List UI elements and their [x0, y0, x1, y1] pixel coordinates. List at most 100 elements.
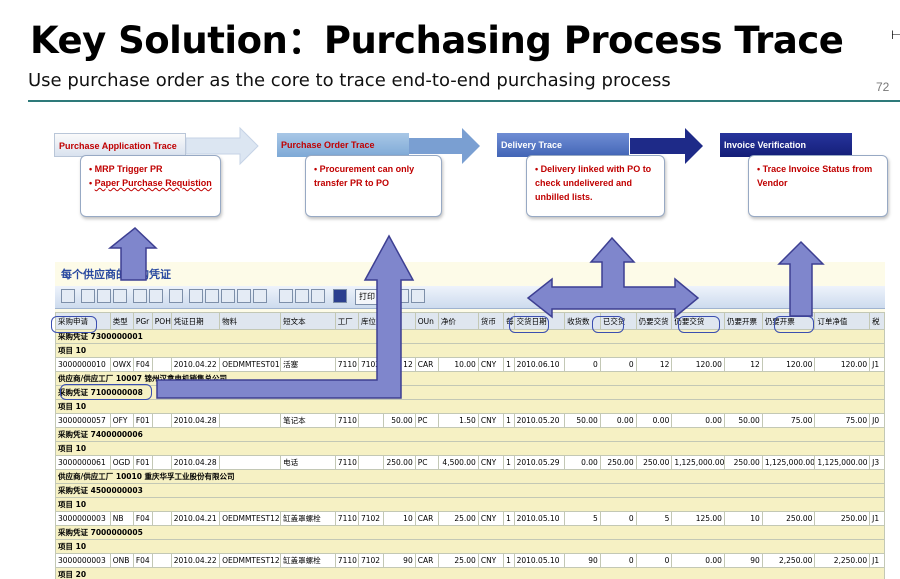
group-row[interactable]: 项目 10 [55, 343, 885, 358]
table-cell: F04 [132, 553, 153, 568]
group-row[interactable]: 项目 10 [55, 441, 885, 456]
local-file-icon[interactable] [237, 289, 251, 303]
sap-toolbar: 打印 [55, 286, 885, 309]
group-row[interactable]: 采购凭证 7300000001 [55, 329, 885, 344]
table-cell: 0.00 [599, 413, 637, 428]
highlight-unbilled-column [774, 316, 814, 333]
table-cell: CAR [414, 511, 439, 526]
slide-subtitle: Use purchase order as the core to trace … [28, 70, 671, 91]
table-cell: 10 [723, 511, 763, 526]
group-row[interactable]: 采购凭证 7100000008 [55, 385, 885, 400]
column-header[interactable]: 凭证日期 [170, 312, 221, 330]
user-icon[interactable] [395, 289, 409, 303]
group-row[interactable]: 项目 20 [55, 567, 885, 579]
table-cell: 10.00 [437, 357, 479, 372]
table-cell: 7102 [357, 553, 385, 568]
table-cell: F01 [132, 413, 153, 428]
table-cell: 1,125,000.00 [814, 455, 871, 470]
table-cell [151, 511, 172, 526]
group-row[interactable]: 项目 10 [55, 539, 885, 554]
table-cell: 7110 [334, 413, 359, 428]
group-label: 项目 20 [55, 567, 885, 579]
column-header[interactable]: 数量 [383, 312, 416, 330]
column-header[interactable]: OUn [414, 312, 439, 330]
table-cell: 90 [723, 553, 763, 568]
table-cell: 0 [635, 553, 673, 568]
column-header[interactable]: 物料 [219, 312, 282, 330]
column-header[interactable]: PGr [132, 312, 153, 330]
filter-icon[interactable] [97, 289, 111, 303]
card-invoice: Trace Invoice Status from Vendor [748, 155, 888, 217]
table-cell: 75.00 [761, 413, 816, 428]
print-preview-icon[interactable] [81, 289, 95, 303]
group-row[interactable]: 采购凭证 7400000006 [55, 427, 885, 442]
group-label: 项目 10 [55, 497, 885, 512]
table-cell: 7102 [357, 357, 385, 372]
column-header[interactable]: 仍要交货 [635, 312, 673, 330]
layout-save-icon[interactable] [311, 289, 325, 303]
column-header[interactable]: 类型 [109, 312, 134, 330]
table-cell: 25.00 [437, 511, 479, 526]
title-divider [28, 100, 900, 102]
corner-mark: ⊢ [891, 28, 900, 42]
spreadsheet-icon[interactable] [205, 289, 219, 303]
column-header[interactable]: 税 [869, 312, 885, 330]
highlight-delivered-column [592, 316, 624, 333]
group-row[interactable]: 采购凭证 4500000003 [55, 483, 885, 498]
table-cell: 90 [564, 553, 601, 568]
report-title: 每个供应商的采购凭证 [61, 269, 171, 281]
table-cell: 1.50 [437, 413, 479, 428]
mail-icon[interactable] [253, 289, 267, 303]
subtotal-icon[interactable] [149, 289, 163, 303]
column-header[interactable]: 工厂 [334, 312, 359, 330]
layout-icon[interactable] [279, 289, 293, 303]
table-cell: F01 [132, 455, 153, 470]
table-cell: 1 [503, 357, 515, 372]
export-icon[interactable] [189, 289, 203, 303]
table-cell: 7110 [334, 455, 359, 470]
table-cell: CNY [477, 357, 505, 372]
group-row[interactable]: 项目 10 [55, 399, 885, 414]
group-label: 采购凭证 7300000001 [55, 329, 885, 344]
group-label: 供应商/供应工厂 10007 锦州汉拿电机销售总公司 [55, 371, 885, 386]
table-cell: 1 [503, 413, 515, 428]
filter-set-icon[interactable] [113, 289, 127, 303]
print-button[interactable]: 打印 [355, 289, 379, 305]
group-label: 采购凭证 7400000006 [55, 427, 885, 442]
column-header[interactable]: POH [151, 312, 172, 330]
find-icon[interactable] [61, 289, 75, 303]
table-cell: 2010.05.10 [513, 511, 566, 526]
group-row[interactable]: 供应商/供应工厂 10007 锦州汉拿电机销售总公司 [55, 371, 885, 386]
save-layout-icon[interactable] [411, 289, 425, 303]
table-cell [357, 413, 385, 428]
stage-invoice: Invoice Verification [720, 133, 852, 157]
info-icon[interactable] [333, 289, 347, 303]
table-cell: 75.00 [814, 413, 871, 428]
table-cell [151, 413, 172, 428]
table-cell: 90 [383, 553, 416, 568]
table-cell: OGD [109, 455, 134, 470]
column-header[interactable]: 库位 [357, 312, 385, 330]
table-cell: J1 [869, 357, 885, 372]
word-icon[interactable] [221, 289, 235, 303]
refresh-icon[interactable] [169, 289, 183, 303]
group-row[interactable]: 项目 10 [55, 497, 885, 512]
column-header[interactable]: 短文本 [280, 312, 336, 330]
group-label: 项目 10 [55, 343, 885, 358]
column-header[interactable]: 订单净值 [814, 312, 871, 330]
column-header[interactable]: 货币 [477, 312, 505, 330]
column-header[interactable]: 净价 [437, 312, 479, 330]
group-row[interactable]: 采购凭证 7000000005 [55, 525, 885, 540]
layout-change-icon[interactable] [295, 289, 309, 303]
group-row[interactable]: 供应商/供应工厂 10010 重庆华孚工业股份有限公司 [55, 469, 885, 484]
sum-icon[interactable] [133, 289, 147, 303]
column-header[interactable]: 仍要开票 [723, 312, 763, 330]
table-cell: PC [414, 413, 439, 428]
